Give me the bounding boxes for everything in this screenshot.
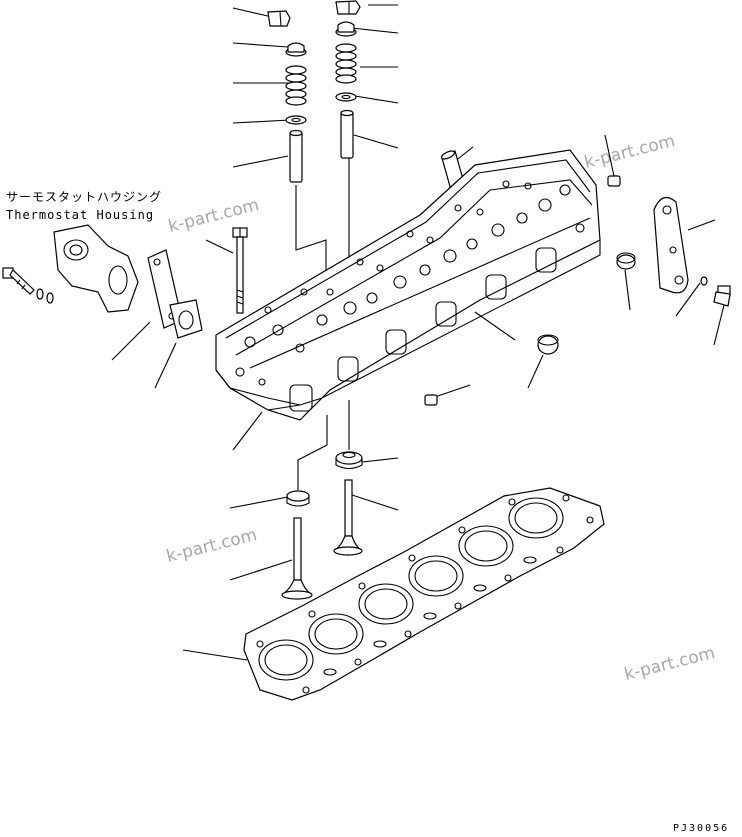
spring-seat-washer-left [285, 115, 307, 125]
spring-retainer-left [285, 42, 307, 57]
valve-cotter-left [267, 10, 291, 27]
expansion-plug-right [616, 252, 636, 270]
spring-retainer-right [335, 21, 357, 37]
figure-code: PJ30056 [673, 823, 729, 834]
thermostat-housing-label-en: Thermostat Housing [6, 208, 154, 222]
bracket-washer [700, 276, 708, 286]
cylinder-head-gasket [243, 487, 605, 701]
expansion-plug-front [537, 334, 559, 355]
valve-seat-insert [286, 490, 310, 507]
valve-guide-left [289, 129, 303, 183]
bracket-bolt [713, 285, 731, 307]
thermostat-housing-label-jp: サーモスタットハウジング [6, 190, 162, 204]
valve-guide-right [340, 109, 354, 159]
spring-seat-washer-right [335, 92, 357, 102]
housing-bolt [2, 267, 35, 295]
exhaust-valve [333, 479, 363, 556]
watermark: k-part.com [622, 643, 717, 685]
cylinder-head [215, 149, 601, 421]
plug-side [424, 394, 438, 406]
watermark: k-part.com [582, 131, 677, 173]
valve-seal [335, 451, 363, 470]
watermark: k-part.com [164, 525, 259, 567]
head-bolt [232, 227, 248, 314]
housing-gasket [169, 299, 203, 339]
intake-valve [281, 517, 313, 600]
valve-spring-left [285, 65, 307, 106]
valve-spring-right [335, 43, 357, 84]
thermostat-housing [53, 224, 139, 313]
valve-cotter-right [335, 0, 361, 15]
housing-washers [36, 288, 54, 304]
lifting-bracket [653, 196, 689, 294]
plug-small [607, 175, 621, 187]
